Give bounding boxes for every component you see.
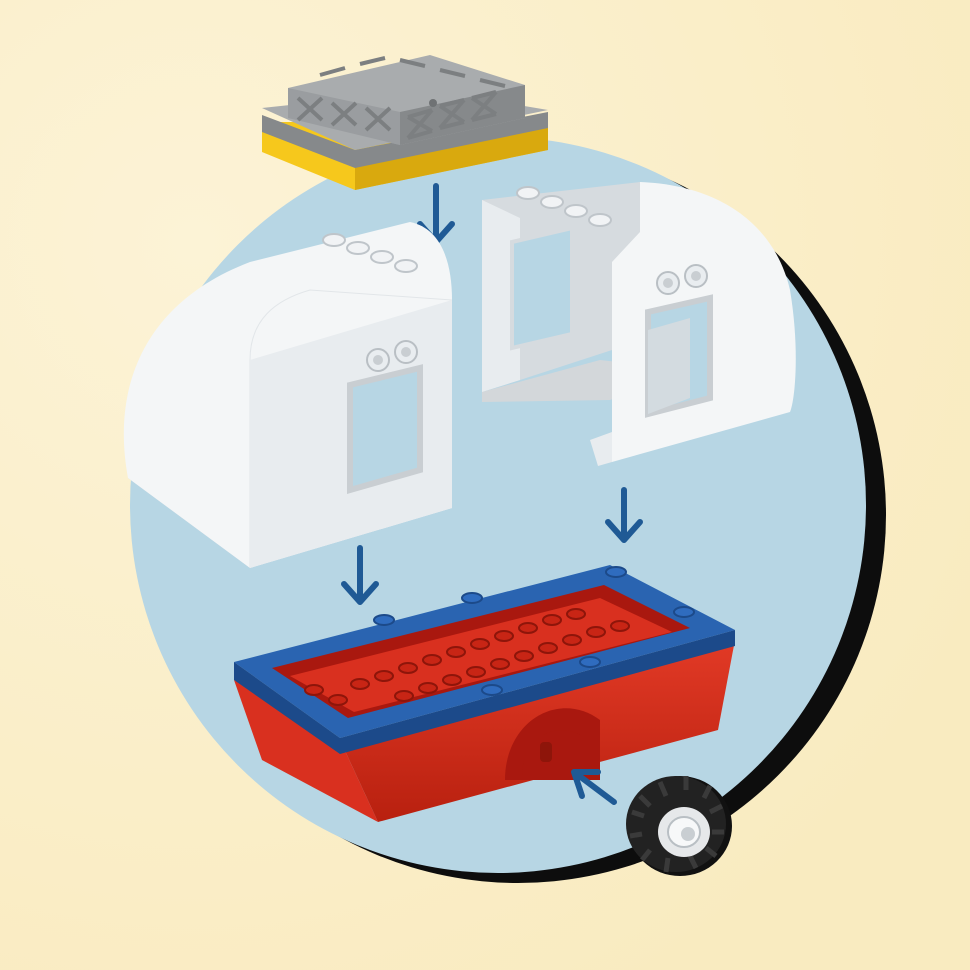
side-studs-right xyxy=(656,264,708,295)
wheel xyxy=(626,776,732,876)
caravan-shell-right xyxy=(482,182,796,466)
roof-rack xyxy=(262,55,548,190)
caravan-shell-left xyxy=(123,222,453,568)
caravan-chassis xyxy=(234,565,735,822)
arrow-wheel-up-left xyxy=(571,769,617,805)
side-studs xyxy=(366,340,418,372)
arrow-left-shell-down xyxy=(341,545,379,605)
top-studs-right xyxy=(516,186,612,227)
arrow-right-shell-down xyxy=(605,487,643,543)
top-studs xyxy=(322,233,418,273)
rim-studs xyxy=(373,566,695,696)
interior-studs xyxy=(304,608,630,706)
